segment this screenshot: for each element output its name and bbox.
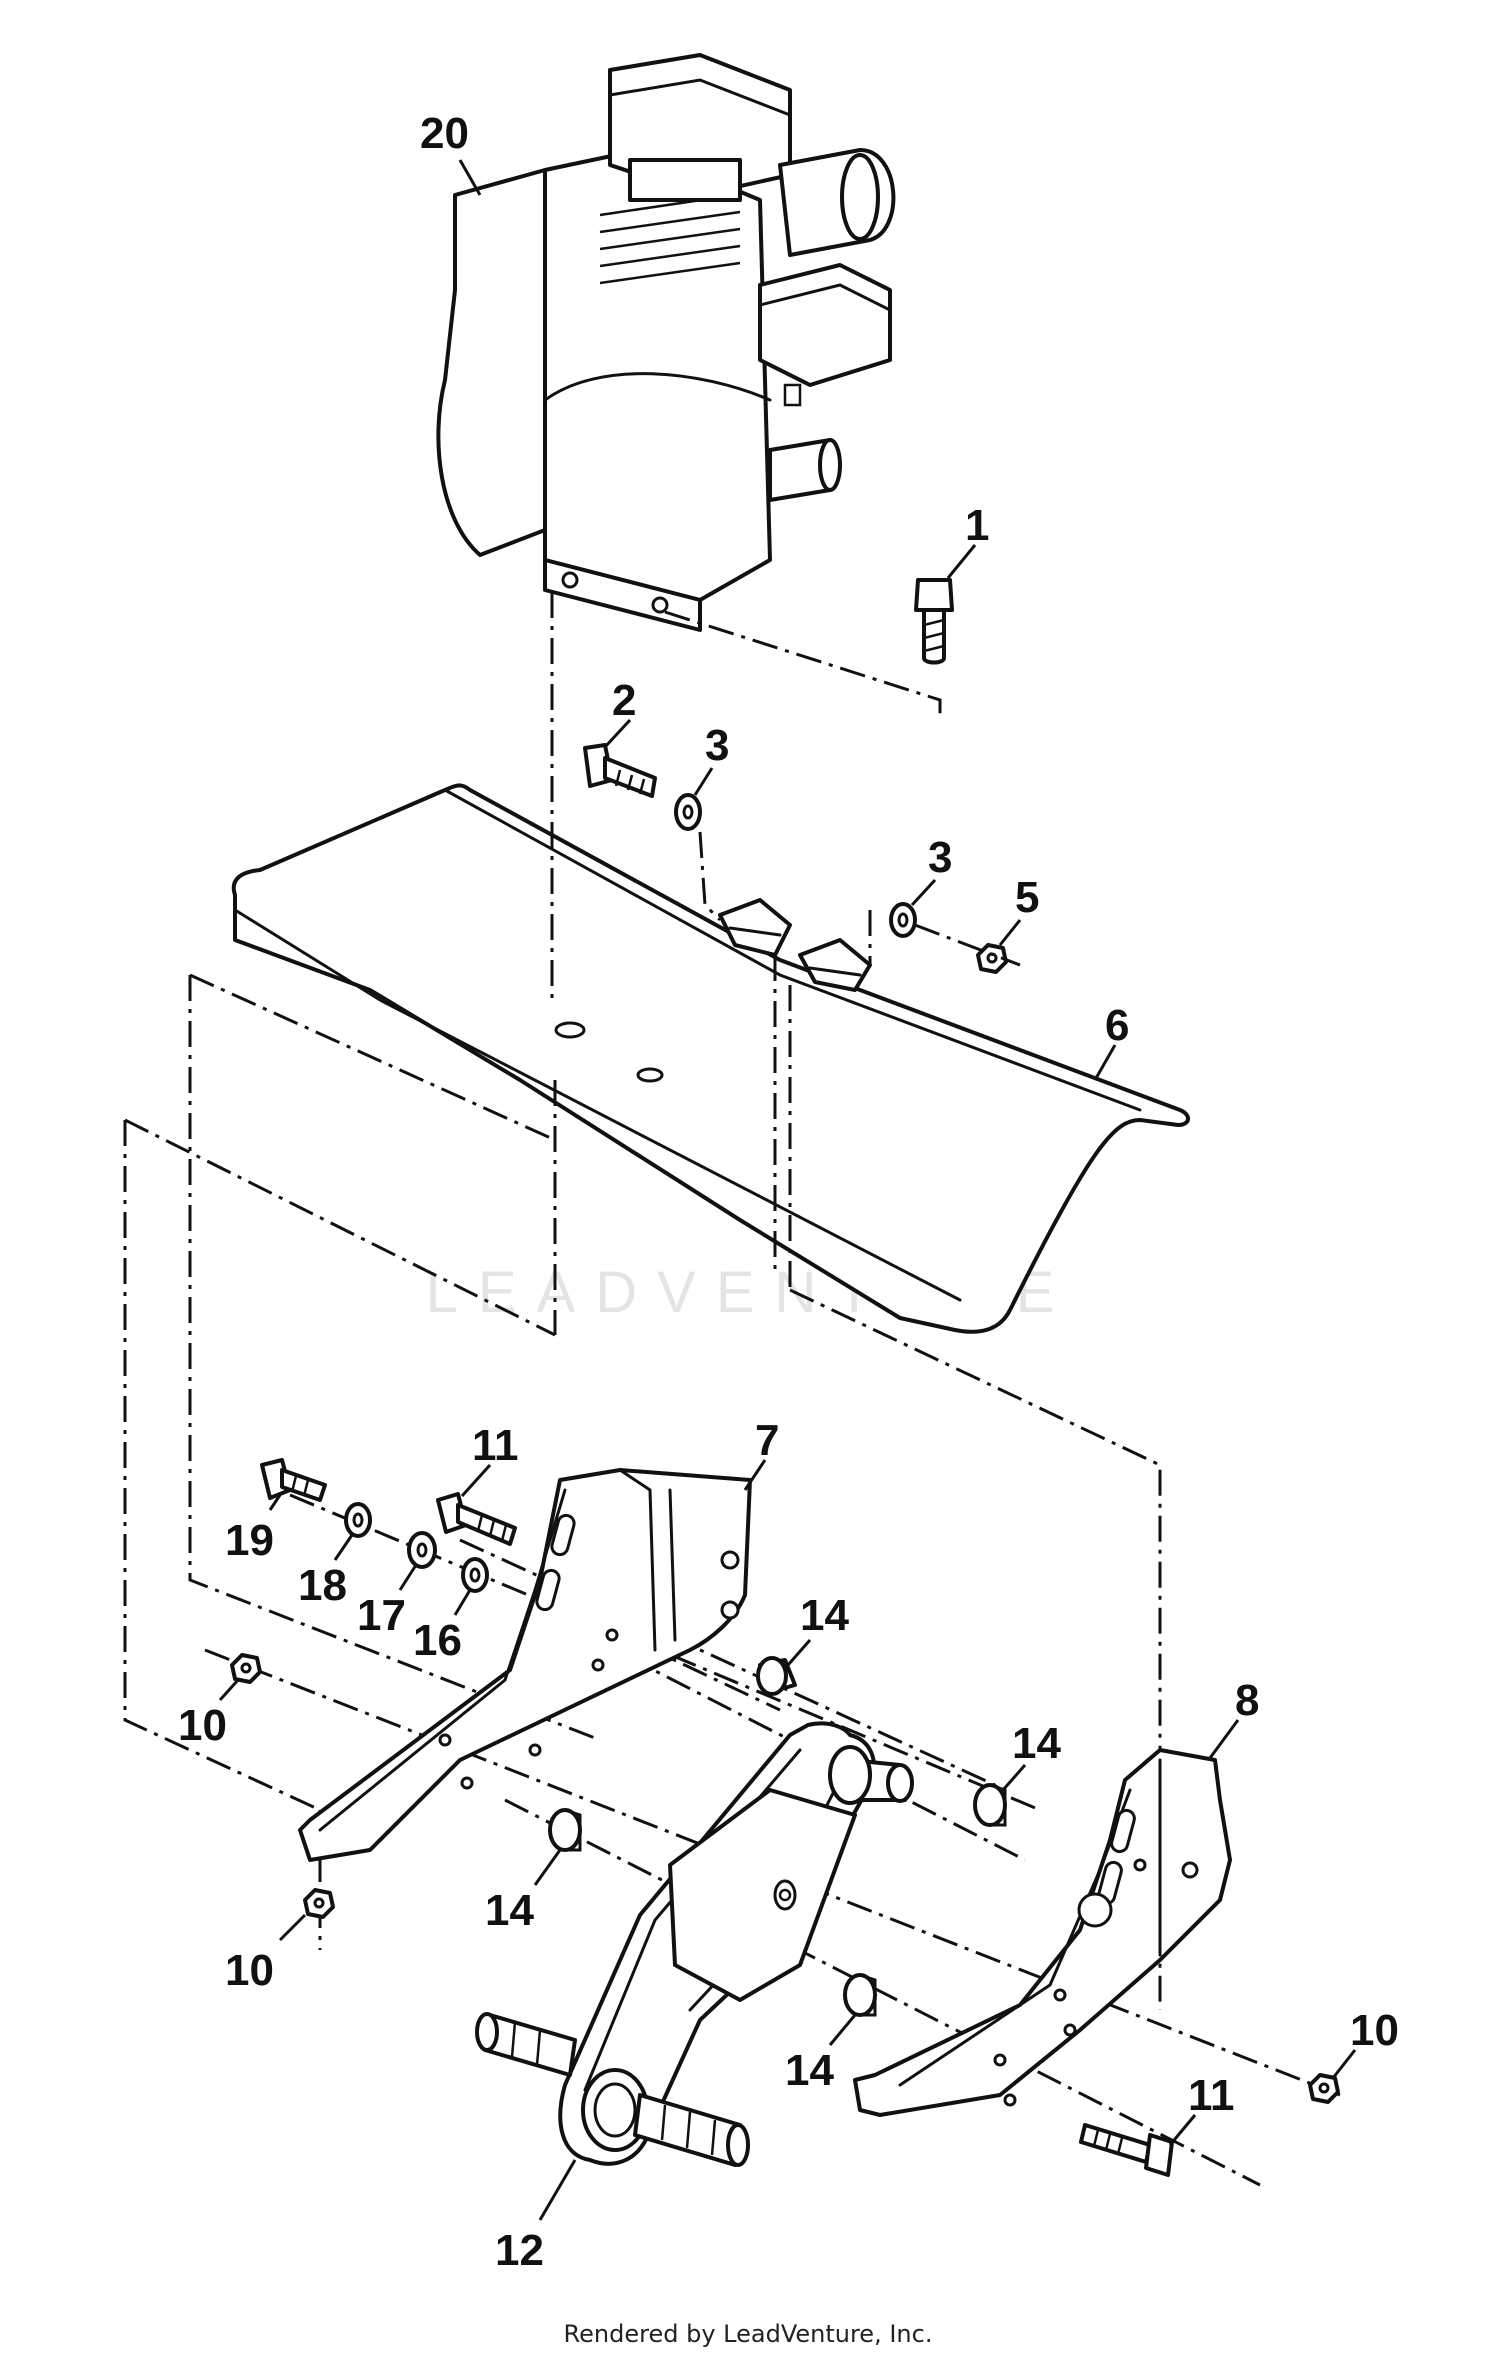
bolt-1 bbox=[914, 544, 977, 665]
callout-10c: 10 bbox=[1350, 2006, 1399, 2055]
callout-1: 1 bbox=[965, 501, 989, 550]
bracket-8 bbox=[853, 1719, 1240, 2117]
spacer-14d bbox=[828, 1973, 877, 2046]
callout-leader-8 bbox=[1208, 1719, 1240, 1759]
callout-leader-17 bbox=[398, 1564, 418, 1591]
tine-shield bbox=[231, 783, 1190, 1334]
callout-12: 12 bbox=[495, 2226, 544, 2275]
callout-6: 6 bbox=[1105, 1001, 1129, 1050]
callout-leader-7 bbox=[743, 1459, 767, 1491]
fuel-tank bbox=[758, 263, 892, 387]
callout-leader-12 bbox=[538, 2159, 577, 2221]
callout-17: 17 bbox=[357, 1591, 406, 1640]
chaincase-cover bbox=[668, 1788, 857, 2002]
callout-labels: 20 1 2 3 3 5 6 7 11 19 18 17 16 14 14 8 … bbox=[178, 109, 1399, 2275]
callout-10a: 10 bbox=[178, 1701, 227, 1750]
nut-5 bbox=[976, 919, 1022, 974]
callout-14a: 14 bbox=[800, 1591, 849, 1640]
right-bracket-body bbox=[853, 1748, 1232, 2117]
callout-5: 5 bbox=[1015, 873, 1039, 922]
nut-10b bbox=[278, 1888, 335, 1942]
callout-leader-14c bbox=[533, 1849, 562, 1886]
bracket-7 bbox=[298, 1459, 767, 1862]
callout-leader-3b bbox=[910, 878, 937, 907]
engine-assembly bbox=[436, 53, 896, 632]
callout-8: 8 bbox=[1235, 1676, 1259, 1725]
bolt-19 bbox=[260, 1458, 327, 1511]
callout-leader-14d bbox=[828, 2014, 857, 2046]
spacer-14c bbox=[533, 1808, 582, 1886]
callout-11a: 11 bbox=[472, 1421, 519, 1470]
callout-leader-14a bbox=[786, 1639, 812, 1666]
callout-20: 20 bbox=[420, 109, 469, 158]
chaincase-12 bbox=[475, 1721, 914, 2221]
callout-leader-2 bbox=[603, 718, 632, 749]
bolt-2 bbox=[583, 718, 657, 798]
tine-shaft-left bbox=[483, 2013, 577, 2077]
washer-18 bbox=[333, 1502, 372, 1561]
callout-leader-16 bbox=[453, 1589, 472, 1616]
callout-leader-5 bbox=[998, 919, 1022, 946]
callout-14c: 14 bbox=[485, 1886, 534, 1935]
callout-leader-19 bbox=[268, 1494, 282, 1511]
footer-credit: Rendered by LeadVenture, Inc. bbox=[564, 2320, 933, 2348]
shield-bracket-right bbox=[798, 938, 872, 992]
nut-10c bbox=[1308, 2049, 1357, 2104]
callout-leader-10c bbox=[1331, 2049, 1357, 2079]
left-bracket-body bbox=[298, 1468, 752, 1862]
nut-10a bbox=[218, 1653, 262, 1702]
cylinder-fins bbox=[599, 193, 741, 285]
callout-11b: 11 bbox=[1188, 2071, 1235, 2120]
bolt-11a bbox=[436, 1463, 517, 1546]
callout-18: 18 bbox=[298, 1561, 347, 1610]
callout-leader-3a bbox=[693, 767, 714, 796]
washer-3b bbox=[889, 878, 937, 938]
callout-leader-20 bbox=[458, 159, 482, 196]
callout-3b: 3 bbox=[928, 833, 952, 882]
callout-leader-10b bbox=[278, 1913, 307, 1942]
callout-leader-6 bbox=[1093, 1044, 1117, 1081]
blower-housing bbox=[436, 168, 547, 557]
callout-14d: 14 bbox=[785, 2046, 834, 2095]
callout-leader-18 bbox=[333, 1534, 354, 1561]
callout-16: 16 bbox=[413, 1616, 462, 1665]
callout-leader-11a bbox=[460, 1463, 492, 1498]
spacer-14b bbox=[973, 1764, 1027, 1827]
callout-14b: 14 bbox=[1012, 1719, 1061, 1768]
callout-19: 19 bbox=[225, 1516, 274, 1565]
bolt-11b bbox=[1079, 2114, 1197, 2177]
callout-10b: 10 bbox=[225, 1946, 274, 1995]
callout-7: 7 bbox=[755, 1416, 779, 1465]
washer-17 bbox=[398, 1531, 437, 1591]
callout-leader-11b bbox=[1168, 2114, 1197, 2146]
callout-2: 2 bbox=[612, 676, 636, 725]
callout-3a: 3 bbox=[705, 721, 729, 770]
callout-leader-14b bbox=[1001, 1764, 1027, 1791]
washer-16 bbox=[453, 1557, 489, 1616]
callout-leader-1 bbox=[946, 544, 977, 579]
spacer-14a bbox=[756, 1639, 812, 1696]
callout-leader-10a bbox=[218, 1678, 240, 1702]
washer-3a bbox=[674, 767, 714, 831]
shield-bracket-left bbox=[718, 898, 792, 957]
